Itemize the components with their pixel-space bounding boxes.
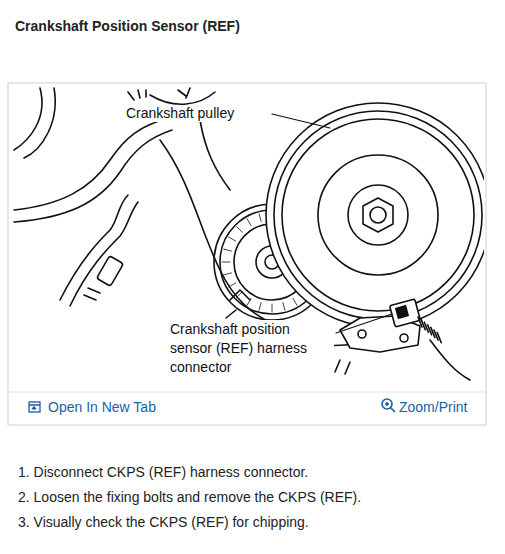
hose-clamp [84,288,100,300]
pipe [60,195,128,300]
hose [24,88,55,158]
crankshaft-pulley [274,111,482,319]
engine-outline [200,120,230,190]
hose-clamp [97,256,124,287]
link-text: Open In New Tab [48,399,156,416]
crankshaft-pulley [282,119,474,311]
harness-wire [418,317,441,343]
harness-wire [430,340,470,380]
pulley-bolt [370,207,386,223]
part-label: Crankshaft position sensor (REF) harness… [168,320,334,377]
detail-marks [335,360,350,374]
pulley-bolt [363,198,393,232]
harness-connector [396,306,408,318]
step-text: 2. Loosen the fixing bolts and remove th… [18,489,488,506]
pulley-hub [348,185,408,245]
leader-line [272,114,330,128]
crankshaft-position-sensor [390,299,421,327]
bracket-detail [226,290,250,318]
open-tab-icon [29,402,40,412]
zoom-icon [382,399,395,412]
hose [14,88,42,150]
pipe [70,202,138,306]
step-text: 3. Visually check the CKPS (REF) for chi… [18,514,488,531]
crankshaft-pulley [266,103,484,327]
edge-marks [128,88,190,100]
fixing-bolt [400,334,408,342]
hose [14,130,172,222]
figure-bar-line [8,392,486,393]
fixing-bolt [358,330,366,338]
engine-drawing [14,88,484,380]
step-text: 1. Disconnect CKPS (REF) harness connect… [18,464,488,481]
crankshaft-pulley [318,155,438,275]
hose [14,118,170,210]
part-label: Crankshaft pulley [124,105,236,122]
leader-line [336,314,392,333]
link-text: Zoom/Print [399,399,467,416]
page-title: Crankshaft Position Sensor (REF) [15,18,240,34]
